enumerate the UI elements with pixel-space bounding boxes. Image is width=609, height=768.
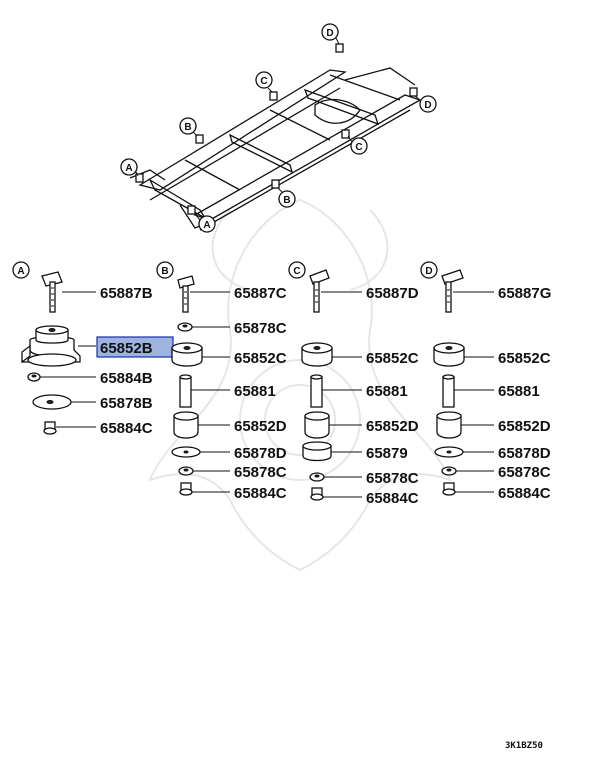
washer-icon	[177, 322, 193, 332]
part-label-65852d-c[interactable]: 65852D	[366, 418, 419, 435]
column-header-b: B	[156, 261, 174, 279]
spacer-sleeve-icon	[442, 374, 455, 408]
svg-text:B: B	[283, 195, 290, 206]
bushing-upper-icon	[433, 342, 465, 367]
column-c-labels: 65887D 65852C 65881 65852D 65879 65878C …	[366, 285, 419, 507]
frame-callout-b-lower[interactable]: B	[278, 190, 296, 208]
part-label-65878d-d[interactable]: 65878D	[498, 445, 551, 462]
column-header-a: A	[12, 261, 30, 279]
column-d-parts	[433, 269, 494, 496]
bolt-icon	[309, 269, 330, 313]
part-label-65878d-b[interactable]: 65878D	[234, 445, 287, 462]
svg-text:C: C	[355, 142, 362, 153]
part-label-65852c-b[interactable]: 65852C	[234, 350, 287, 367]
svg-text:C: C	[260, 76, 267, 87]
svg-text:D: D	[424, 100, 431, 111]
bushing-upper-icon	[171, 342, 203, 367]
svg-text:A: A	[125, 163, 132, 174]
part-label-65884c-d[interactable]: 65884C	[498, 485, 551, 502]
svg-text:A: A	[17, 266, 24, 277]
part-label-65884b[interactable]: 65884B	[100, 370, 153, 387]
spacer-sleeve-icon	[310, 374, 323, 408]
vehicle-frame-illustration	[129, 37, 422, 231]
frame-callout-a-lower[interactable]: A	[198, 215, 216, 233]
part-label-65881-c[interactable]: 65881	[366, 383, 408, 400]
part-label-65852d-b[interactable]: 65852D	[234, 418, 287, 435]
nut-icon	[27, 372, 41, 382]
part-label-65878c-b-top[interactable]: 65878C	[234, 320, 287, 337]
part-label-65887d[interactable]: 65887D	[366, 285, 419, 302]
part-label-65852c-d[interactable]: 65852C	[498, 350, 551, 367]
washer-icon	[32, 394, 72, 410]
washer-icon	[309, 472, 325, 482]
svg-text:D: D	[425, 266, 432, 277]
flange-nut-icon	[310, 487, 324, 501]
part-label-65884c-c[interactable]: 65884C	[366, 490, 419, 507]
svg-text:65852B: 65852B	[100, 340, 153, 357]
column-c-parts	[301, 269, 362, 501]
part-label-65879[interactable]: 65879	[366, 445, 408, 462]
figure-code: 3K1BZ50	[505, 741, 543, 751]
part-label-65884c-b[interactable]: 65884C	[234, 485, 287, 502]
column-b-parts	[171, 275, 230, 496]
frame-callout-a-left[interactable]: A	[120, 158, 138, 176]
washer-icon	[178, 466, 194, 476]
svg-text:D: D	[326, 28, 333, 39]
frame-callout-c-right[interactable]: C	[350, 137, 368, 155]
column-header-c: C	[288, 261, 306, 279]
part-label-65852b-highlighted[interactable]: 65852B	[96, 336, 174, 358]
svg-text:B: B	[184, 122, 191, 133]
part-label-65878c-c[interactable]: 65878C	[366, 470, 419, 487]
watermark-emblem	[148, 198, 452, 572]
frame-callout-d-top[interactable]: D	[321, 23, 339, 41]
part-label-65884c-a[interactable]: 65884C	[100, 420, 153, 437]
flange-nut-icon	[179, 482, 193, 496]
cup-washer-icon	[302, 441, 332, 462]
part-label-65878b[interactable]: 65878B	[100, 395, 153, 412]
part-label-65881-b[interactable]: 65881	[234, 383, 276, 400]
washer-icon	[171, 446, 201, 458]
column-a-parts	[21, 271, 96, 435]
flange-nut-icon	[442, 482, 456, 496]
column-header-d: D	[420, 261, 438, 279]
frame-callout-c-mid-upper[interactable]: C	[255, 71, 273, 89]
bushing-lower-icon	[436, 411, 462, 439]
part-label-65887g[interactable]: 65887G	[498, 285, 551, 302]
spacer-sleeve-icon	[179, 374, 192, 408]
washer-icon	[441, 466, 457, 476]
part-label-65878c-d[interactable]: 65878C	[498, 464, 551, 481]
column-b-labels: 65887C 65878C 65852C 65881 65852D 65878D…	[234, 285, 287, 502]
part-label-65881-d[interactable]: 65881	[498, 383, 540, 400]
column-d-labels: 65887G 65852C 65881 65852D 65878D 65878C…	[498, 285, 551, 502]
part-label-65852c-c[interactable]: 65852C	[366, 350, 419, 367]
part-label-65878c-b[interactable]: 65878C	[234, 464, 287, 481]
bushing-lower-icon	[173, 411, 199, 439]
column-headers: A B C D	[12, 261, 438, 279]
svg-text:A: A	[203, 220, 210, 231]
column-a-labels: 65887B 65852B 65884B 65878B 65884C	[96, 285, 174, 437]
bolt-icon	[177, 275, 195, 313]
bolt-icon	[441, 269, 464, 313]
frame-mount-posts	[135, 43, 418, 215]
bolt-icon	[41, 271, 63, 313]
body-mount-icon	[21, 325, 81, 367]
flange-nut-icon	[43, 421, 57, 435]
part-label-65852d-d[interactable]: 65852D	[498, 418, 551, 435]
frame-callouts: D C D B C A B A	[120, 23, 437, 233]
frame-callout-d-right[interactable]: D	[419, 95, 437, 113]
part-label-65887b[interactable]: 65887B	[100, 285, 153, 302]
frame-callout-b-upper[interactable]: B	[179, 117, 197, 135]
svg-text:C: C	[293, 266, 300, 277]
svg-text:B: B	[161, 266, 168, 277]
part-label-65887c[interactable]: 65887C	[234, 285, 287, 302]
washer-icon	[434, 446, 464, 458]
bushing-upper-icon	[301, 342, 333, 367]
bushing-lower-icon	[304, 411, 330, 439]
